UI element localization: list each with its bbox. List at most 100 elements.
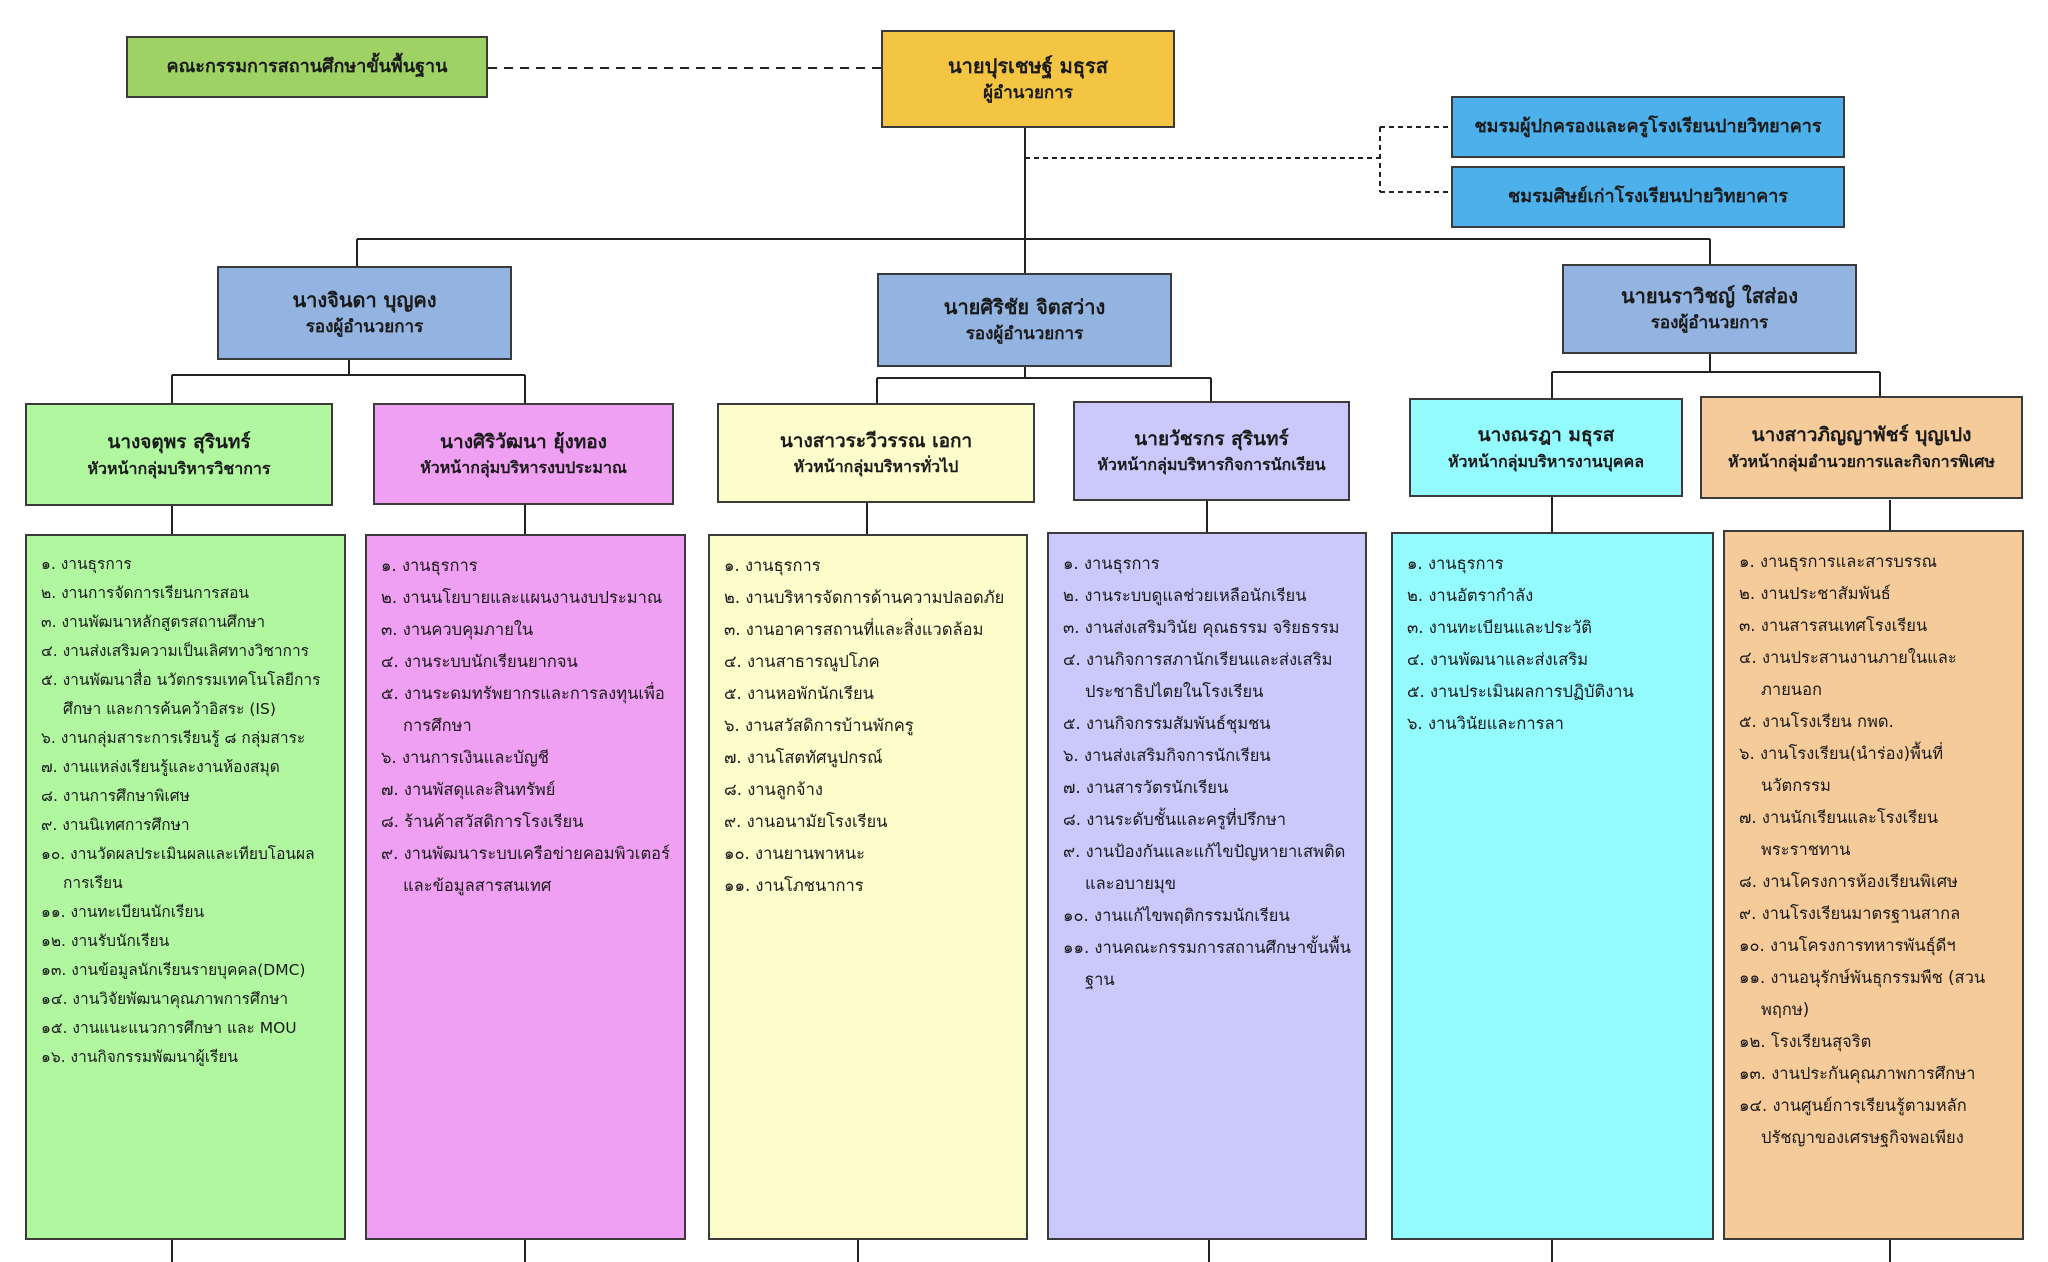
- deputy-director-name: นายนราวิชญ์ ใสส่อง: [1620, 284, 1799, 309]
- list-item: ๑๑. งานโภชนาการ: [724, 876, 864, 895]
- list-item: ๓. งานทะเบียนและประวัติ: [1407, 618, 1592, 637]
- school-board-label: คณะกรรมการสถานศึกษาขั้นพื้นฐาน: [166, 55, 448, 77]
- list-item: ๖. งานสวัสดิการบ้านพักครู: [724, 716, 914, 735]
- group-head-name: นายวัชรกร สุรินทร์: [1134, 427, 1289, 450]
- special-affairs-task-list: ๑. งานธุรการและสารบรรณ ๒. งานประชาสัมพัน…: [1723, 530, 2024, 1240]
- group-head-name: นางสาวภิญญาพัชร์ บุญเปง: [1751, 424, 1972, 447]
- list-item: ๗. งานพัสดุและสินทรัพย์: [381, 780, 556, 799]
- personnel-head-box: นางณรฎา มธุรส หัวหน้ากลุ่มบริหารงานบุคคล: [1409, 398, 1683, 497]
- list-item: ๑๐. งานแก้ไขพฤติกรรมนักเรียน: [1063, 906, 1290, 925]
- list-item: ๒. งานนโยบายและแผนงานงบประมาณ: [381, 588, 663, 607]
- list-item: ๑๓. งานประกันคุณภาพการศึกษา: [1739, 1064, 1976, 1083]
- academic-task-list: ๑. งานธุรการ ๒. งานการจัดการเรียนการสอน …: [25, 534, 346, 1240]
- group-head-name: นางศิริวัฒนา ยุ้งทอง: [440, 430, 607, 453]
- list-item: ๘. งานระดับชั้นและครูที่ปรึกษา: [1063, 810, 1287, 829]
- list-item: ๕. งานพัฒนาสื่อ นวัตกรรมเทคโนโลยีการศึกษ…: [41, 671, 321, 718]
- list-item: ๑. งานธุรการ: [41, 555, 132, 573]
- list-item: ๒. งานระบบดูแลช่วยเหลือนักเรียน: [1063, 586, 1307, 605]
- deputy-director-title: รองผู้อำนวยการ: [965, 324, 1084, 345]
- list-item: ๕. งานประเมินผลการปฏิบัติงาน: [1407, 682, 1634, 701]
- general-head-box: นางสาวระวีวรรณ เอกา หัวหน้ากลุ่มบริหารทั…: [717, 403, 1035, 503]
- deputy-director-box: นายศิริชัย จิตสว่าง รองผู้อำนวยการ: [877, 273, 1172, 367]
- list-item: ๒. งานบริหารจัดการด้านความปลอดภัย: [724, 588, 1005, 607]
- director-title: ผู้อำนวยการ: [983, 83, 1073, 104]
- group-head-title: หัวหน้ากลุ่มอำนวยการและกิจการพิเศษ: [1728, 451, 1995, 471]
- list-item: ๑๒. โรงเรียนสุจริต: [1739, 1032, 1872, 1051]
- list-item: ๔. งานประสานงานภายในและภายนอก: [1739, 648, 1957, 699]
- list-item: ๓. งานพัฒนาหลักสูตรสถานศึกษา: [41, 613, 266, 631]
- list-item: ๑. งานธุรการ: [1407, 554, 1504, 573]
- budget-head-box: นางศิริวัฒนา ยุ้งทอง หัวหน้ากลุ่มบริหารง…: [373, 403, 674, 505]
- list-item: ๑. งานธุรการ: [381, 556, 478, 575]
- deputy-director-name: นางจินดา บุญคง: [292, 288, 437, 313]
- list-item: ๑๕. งานแนะแนวการศึกษา และ MOU: [41, 1019, 297, 1037]
- list-item: ๕. งานระดมทรัพยากรและการลงทุนเพื่อการศึก…: [381, 684, 665, 735]
- list-item: ๗. งานนักเรียนและโรงเรียนพระราชทาน: [1739, 808, 1939, 859]
- list-item: ๑๓. งานข้อมูลนักเรียนรายบุคคล(DMC): [41, 961, 306, 979]
- list-item: ๘. งานโครงการห้องเรียนพิเศษ: [1739, 872, 1958, 891]
- list-item: ๒. งานประชาสัมพันธ์: [1739, 584, 1891, 603]
- school-board-box: คณะกรรมการสถานศึกษาขั้นพื้นฐาน: [126, 36, 488, 98]
- list-item: ๕. งานโรงเรียน กพด.: [1739, 712, 1894, 731]
- list-item: ๔. งานระบบนักเรียนยากจน: [381, 652, 578, 671]
- list-item: ๓. งานควบคุมภายใน: [381, 620, 534, 639]
- list-item: ๙. งานโรงเรียนมาตรฐานสากล: [1739, 904, 1961, 923]
- list-item: ๖. งานส่งเสริมกิจการนักเรียน: [1063, 746, 1271, 765]
- list-item: ๒. งานการจัดการเรียนการสอน: [41, 584, 249, 602]
- list-item: ๑๐. งานวัดผลประเมินผลและเทียบโอนผลการเรี…: [41, 845, 315, 892]
- list-item: ๔. งานส่งเสริมความเป็นเลิศทางวิชาการ: [41, 642, 309, 660]
- list-item: ๖. งานวินัยและการลา: [1407, 714, 1564, 733]
- list-item: ๘. ร้านค้าสวัสดิการโรงเรียน: [381, 812, 584, 831]
- parents-club-box: ชมรมผู้ปกครองและครูโรงเรียนปายวิทยาคาร: [1451, 96, 1845, 158]
- list-item: ๑๐. งานโครงการทหารพันธุ์ดีฯ: [1739, 936, 1956, 955]
- deputy-director-title: รองผู้อำนวยการ: [1650, 313, 1769, 334]
- group-head-name: นางจตุพร สุรินทร์: [107, 431, 251, 454]
- list-item: ๘. งานลูกจ้าง: [724, 780, 823, 799]
- group-head-title: หัวหน้ากลุ่มบริหารกิจการนักเรียน: [1097, 455, 1326, 475]
- list-item: ๑๑. งานอนุรักษ์พันธุกรรมพืช (สวนพฤกษ): [1739, 968, 1986, 1019]
- list-item: ๗. งานสารวัตรนักเรียน: [1063, 778, 1229, 797]
- group-head-name: นางณรฎา มธุรส: [1477, 424, 1615, 447]
- alumni-club-box: ชมรมศิษย์เก่าโรงเรียนปายวิทยาคาร: [1451, 166, 1845, 228]
- list-item: ๔. งานสาธารณูปโภค: [724, 652, 880, 671]
- list-item: ๒. งานอัตรากำลัง: [1407, 586, 1534, 605]
- list-item: ๙. งานอนามัยโรงเรียน: [724, 812, 888, 831]
- list-item: ๕. งานกิจกรรมสัมพันธ์ชุมชน: [1063, 714, 1271, 733]
- list-item: ๘. งานการศึกษาพิเศษ: [41, 787, 190, 805]
- list-item: ๗. งานโสตทัศนูปกรณ์: [724, 748, 883, 767]
- list-item: ๗. งานแหล่งเรียนรู้และงานห้องสมุด: [41, 758, 280, 776]
- list-item: ๙. งานป้องกันและแก้ไขปัญหายาเสพติดและอบา…: [1063, 842, 1346, 893]
- list-item: ๙. งานนิเทศการศึกษา: [41, 816, 190, 834]
- academic-head-box: นางจตุพร สุรินทร์ หัวหน้ากลุ่มบริหารวิชา…: [25, 403, 333, 506]
- group-head-title: หัวหน้ากลุ่มบริหารวิชาการ: [87, 458, 271, 478]
- list-item: ๙. งานพัฒนาระบบเครือข่ายคอมพิวเตอร์และข้…: [381, 844, 670, 895]
- list-item: ๑๔. งานศูนย์การเรียนรู้ตามหลักปรัชญาของเ…: [1739, 1096, 1967, 1147]
- group-head-title: หัวหน้ากลุ่มบริหารงบประมาณ: [420, 458, 627, 478]
- deputy-director-name: นายศิริชัย จิตสว่าง: [943, 295, 1106, 320]
- director-name: นายปุรเชษฐ์ มธุรส: [948, 54, 1108, 79]
- list-item: ๓. งานส่งเสริมวินัย คุณธรรม จริยธรรม: [1063, 618, 1340, 637]
- list-item: ๑. งานธุรการ: [1063, 554, 1160, 573]
- student-affairs-task-list: ๑. งานธุรการ ๒. งานระบบดูแลช่วยเหลือนักเ…: [1047, 532, 1367, 1240]
- list-item: ๑. งานธุรการและสารบรรณ: [1739, 552, 1937, 571]
- list-item: ๑๖. งานกิจกรรมพัฒนาผู้เรียน: [41, 1048, 239, 1066]
- list-item: ๑๔. งานวิจัยพัฒนาคุณภาพการศึกษา: [41, 990, 289, 1008]
- director-box: นายปุรเชษฐ์ มธุรส ผู้อำนวยการ: [881, 30, 1175, 128]
- list-item: ๑๐. งานยานพาหนะ: [724, 844, 866, 863]
- list-item: ๖. งานการเงินและบัญชี: [381, 748, 549, 767]
- list-item: ๔. งานกิจการสภานักเรียนและส่งเสริมประชาธ…: [1063, 650, 1333, 701]
- list-item: ๑๒. งานรับนักเรียน: [41, 932, 170, 950]
- alumni-club-label: ชมรมศิษย์เก่าโรงเรียนปายวิทยาคาร: [1508, 185, 1788, 207]
- deputy-director-title: รองผู้อำนวยการ: [305, 317, 424, 338]
- budget-task-list: ๑. งานธุรการ ๒. งานนโยบายและแผนงานงบประม…: [365, 534, 686, 1240]
- list-item: ๓. งานสารสนเทศโรงเรียน: [1739, 616, 1928, 635]
- group-head-title: หัวหน้ากลุ่มบริหารงานบุคคล: [1447, 451, 1644, 471]
- group-head-title: หัวหน้ากลุ่มบริหารทั่วไป: [793, 457, 959, 477]
- personnel-task-list: ๑. งานธุรการ ๒. งานอัตรากำลัง ๓. งานทะเบ…: [1391, 532, 1714, 1240]
- deputy-director-box: นายนราวิชญ์ ใสส่อง รองผู้อำนวยการ: [1562, 264, 1857, 354]
- list-item: ๑๑. งานคณะกรรมการสถานศึกษาขั้นพื้นฐาน: [1063, 938, 1351, 989]
- list-item: ๑. งานธุรการ: [724, 556, 821, 575]
- list-item: ๕. งานหอพักนักเรียน: [724, 684, 874, 703]
- student-affairs-head-box: นายวัชรกร สุรินทร์ หัวหน้ากลุ่มบริหารกิจ…: [1073, 401, 1350, 501]
